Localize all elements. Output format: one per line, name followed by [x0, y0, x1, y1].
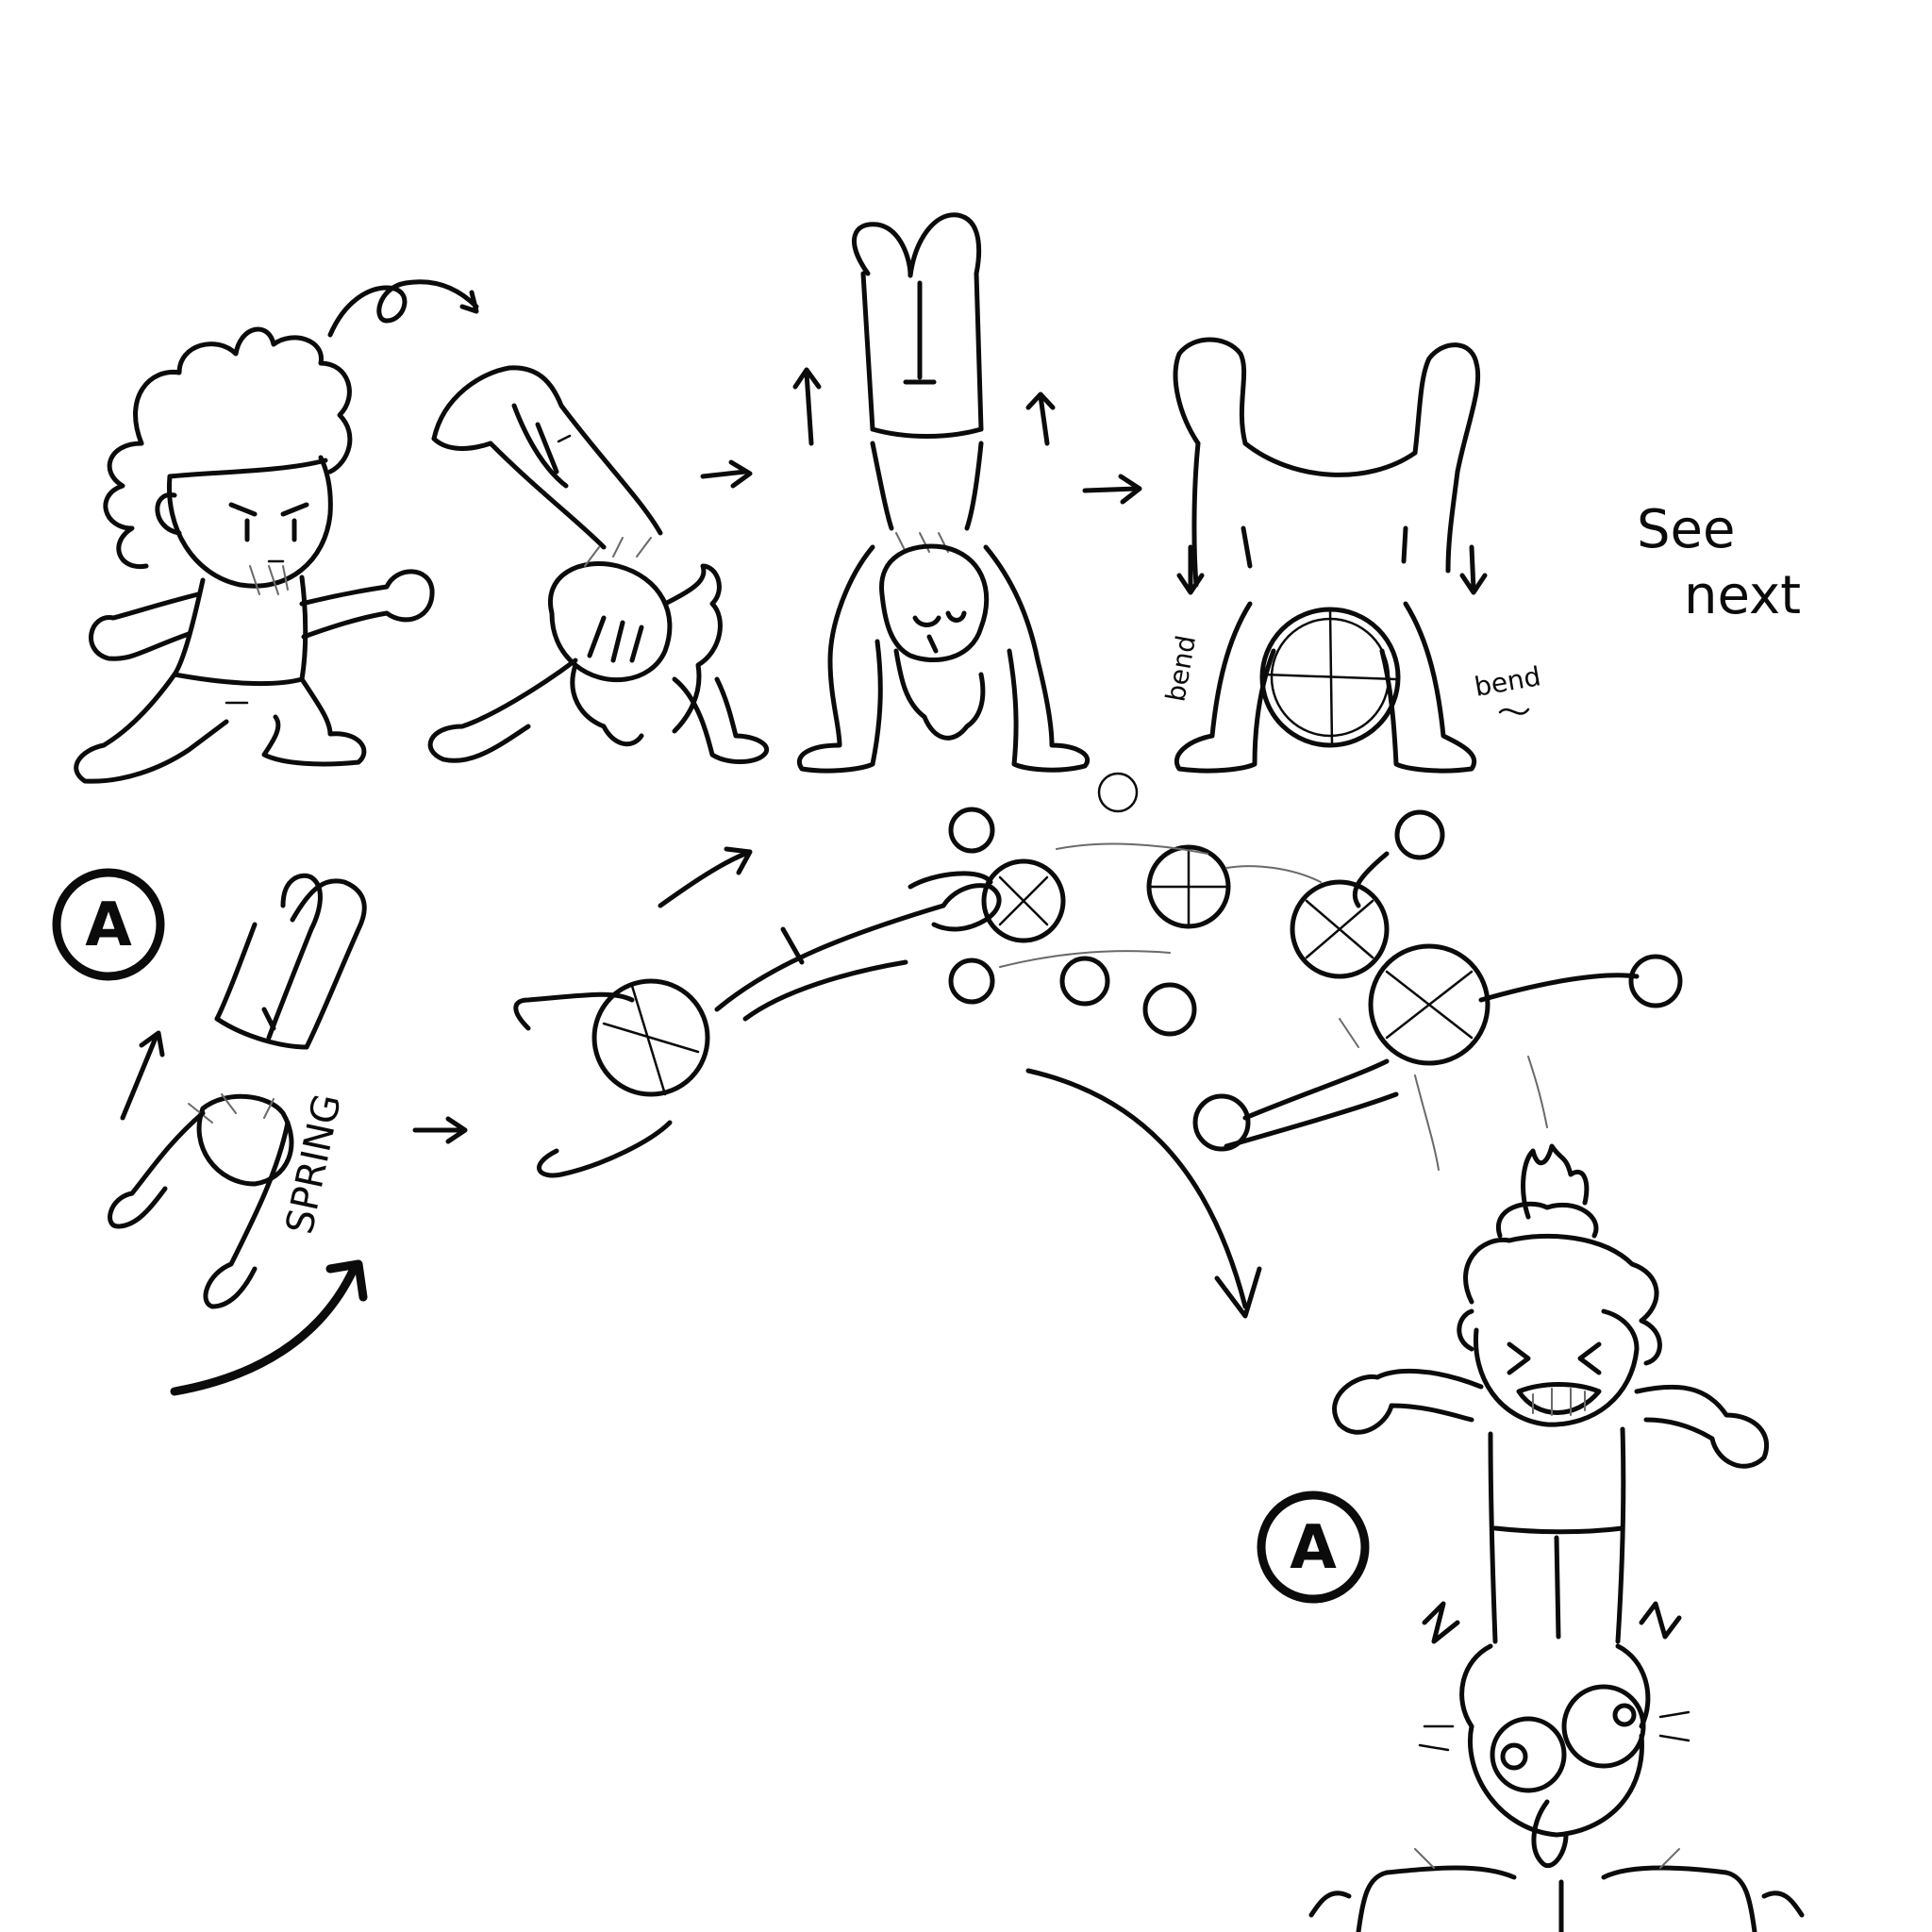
note-next: next: [1684, 565, 1801, 626]
arrows-up: [792, 367, 1056, 446]
arrow-right-2: [1082, 474, 1142, 505]
arrow-right-3: [412, 1116, 468, 1144]
loop-arrow: [327, 279, 479, 338]
figure-spring: [108, 873, 368, 1396]
bend-label-right: bend: [1472, 660, 1542, 703]
figure-bend-down: [427, 365, 769, 764]
marker-a-bottom-label: A: [1290, 1513, 1337, 1583]
figure-flip-arc: [513, 772, 1683, 1319]
figure-ready-pose: [74, 326, 435, 784]
spring-label: SPRING: [278, 1091, 350, 1238]
arrow-right-1: [700, 459, 753, 489]
figure-handstand: [797, 212, 1090, 774]
marker-a-top: A: [52, 868, 165, 981]
figure-bridge-over: [1173, 337, 1530, 774]
bend-label-left: bend: [1159, 633, 1202, 704]
marker-a-top-label: A: [85, 891, 132, 960]
note-see: See: [1637, 499, 1735, 560]
marker-a-bottom: A: [1257, 1491, 1370, 1604]
figure-landing-stack: [1308, 1143, 1805, 1932]
